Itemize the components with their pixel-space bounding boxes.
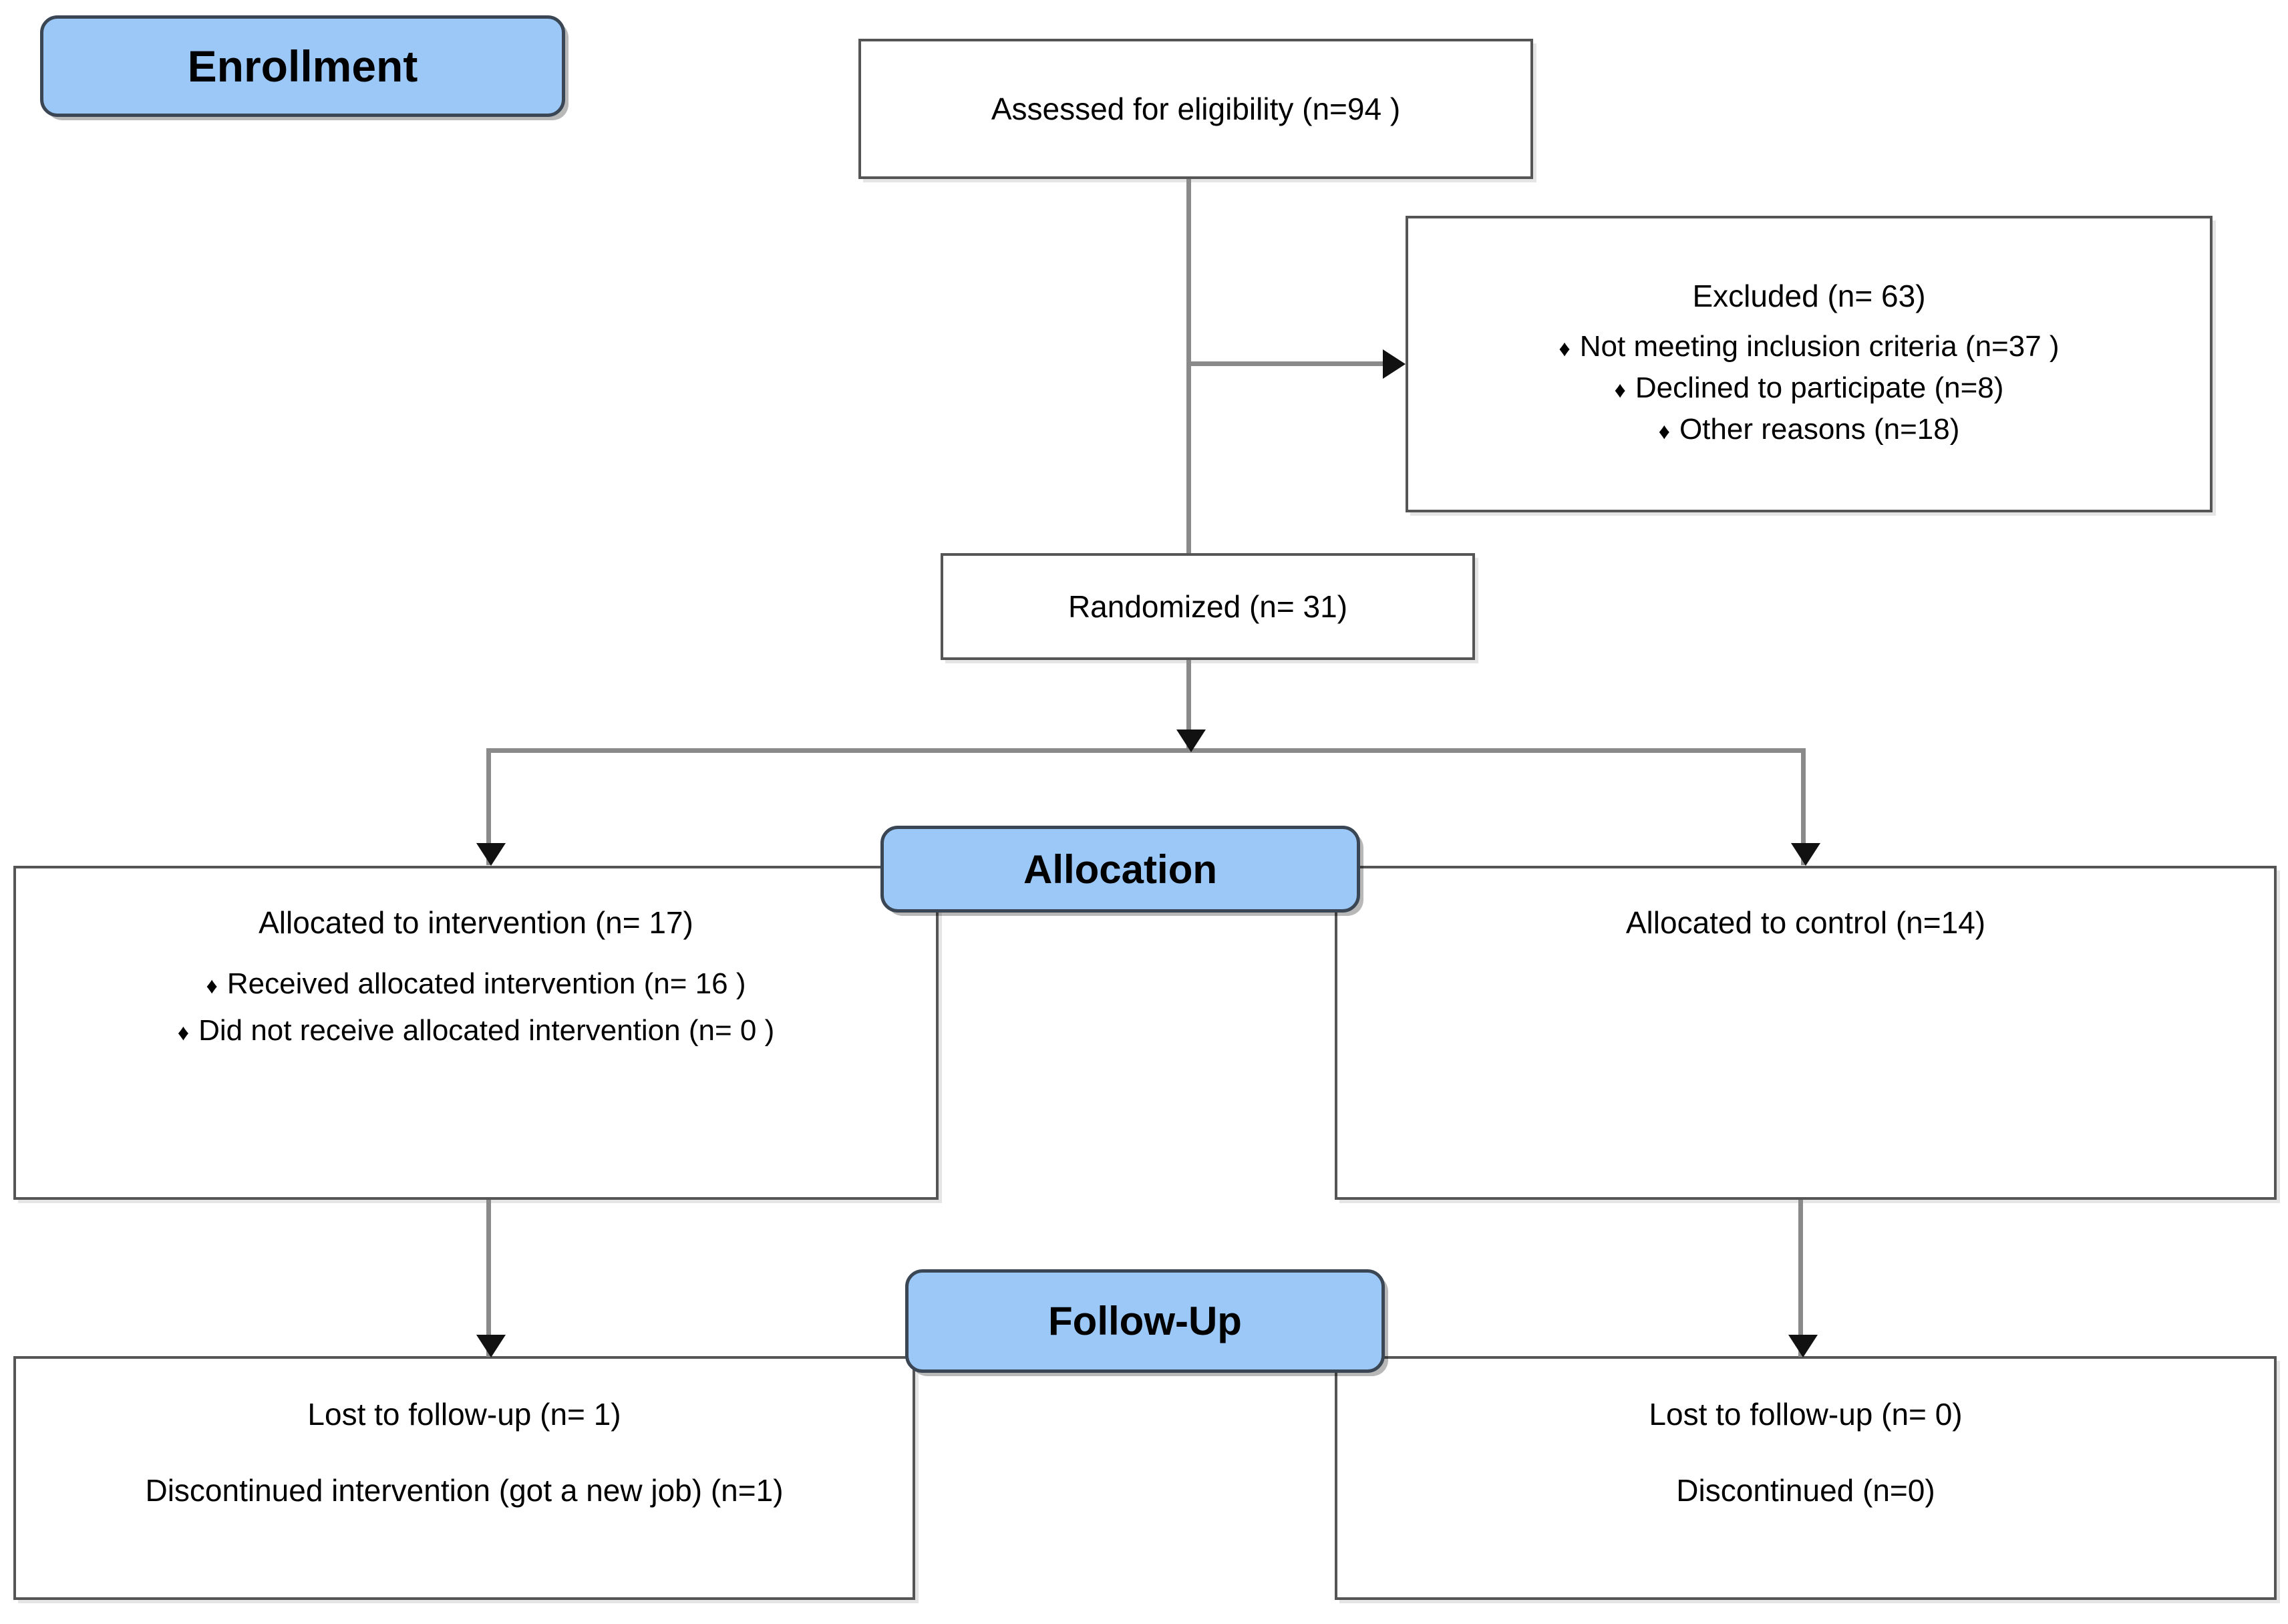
bullet-icon: ♦: [177, 1020, 190, 1045]
stage-pill-enrollment-label: Enrollment: [187, 41, 418, 91]
allocated-intervention-heading: Allocated to intervention (n= 17): [259, 905, 693, 940]
excluded-reason-2: ♦ Declined to participate (n=8): [1615, 371, 2004, 405]
box-assessed-for-eligibility: Assessed for eligibility (n=94 ): [858, 39, 1533, 179]
arrowhead-followup-intervention: [476, 1335, 506, 1357]
connector-split-left: [486, 748, 491, 865]
box-allocated-to-intervention: Allocated to intervention (n= 17) ♦ Rece…: [13, 866, 939, 1200]
box-followup-intervention: Lost to follow-up (n= 1) Discontinued in…: [13, 1356, 915, 1600]
followup-intervention-line-2: Discontinued intervention (got a new job…: [145, 1473, 784, 1508]
arrowhead-randomized-split: [1176, 729, 1206, 752]
connector-assessed-to-randomized: [1186, 179, 1191, 553]
allocated-intervention-item-1-label: Received allocated intervention (n= 16 ): [226, 967, 746, 1000]
box-allocated-to-control: Allocated to control (n=14): [1335, 866, 2277, 1200]
excluded-reason-1: ♦ Not meeting inclusion criteria (n=37 ): [1559, 330, 2059, 363]
followup-control-line-2: Discontinued (n=0): [1676, 1473, 1935, 1508]
box-followup-control: Lost to follow-up (n= 0) Discontinued (n…: [1335, 1356, 2277, 1600]
box-excluded: Excluded (n= 63) ♦ Not meeting inclusion…: [1406, 216, 2213, 512]
excluded-reason-2-label: Declined to participate (n=8): [1635, 371, 2004, 404]
arrowhead-allocation-control: [1791, 843, 1820, 866]
allocated-control-heading: Allocated to control (n=14): [1625, 905, 1986, 940]
stage-pill-followup-label: Follow-Up: [1048, 1299, 1242, 1343]
stage-pill-allocation: Allocation: [880, 826, 1360, 913]
connector-to-excluded: [1186, 361, 1387, 366]
arrowhead-to-excluded: [1383, 349, 1406, 379]
bullet-icon: ♦: [1614, 377, 1626, 403]
excluded-reason-3-label: Other reasons (n=18): [1679, 413, 1960, 446]
connector-split-bar: [486, 748, 1806, 753]
allocated-intervention-item-2-label: Did not receive allocated intervention (…: [198, 1014, 775, 1047]
excluded-reason-1-label: Not meeting inclusion criteria (n=37 ): [1579, 330, 2060, 363]
connector-randomized-down: [1186, 660, 1191, 750]
stage-pill-followup: Follow-Up: [905, 1269, 1385, 1373]
assessed-text: Assessed for eligibility (n=94 ): [991, 92, 1401, 126]
excluded-heading: Excluded (n= 63): [1692, 279, 1926, 313]
arrowhead-followup-control: [1788, 1335, 1818, 1357]
box-randomized: Randomized (n= 31): [941, 553, 1475, 660]
excluded-reason-3: ♦ Other reasons (n=18): [1659, 413, 1960, 446]
bullet-icon: ♦: [206, 973, 218, 999]
connector-control-to-followup: [1798, 1200, 1803, 1357]
stage-pill-allocation-label: Allocation: [1023, 846, 1217, 892]
connector-split-right: [1801, 748, 1806, 865]
bullet-icon: ♦: [1559, 336, 1571, 361]
arrowhead-allocation-intervention: [476, 843, 506, 866]
followup-control-line-1: Lost to follow-up (n= 0): [1649, 1397, 1963, 1432]
allocated-intervention-item-1: ♦ Received allocated intervention (n= 16…: [206, 967, 746, 1001]
followup-intervention-line-1: Lost to follow-up (n= 1): [307, 1397, 621, 1432]
randomized-text: Randomized (n= 31): [1068, 589, 1348, 624]
stage-pill-enrollment: Enrollment: [40, 15, 565, 117]
allocated-intervention-item-2: ♦ Did not receive allocated intervention…: [178, 1014, 775, 1047]
bullet-icon: ♦: [1658, 419, 1670, 444]
connector-intervention-to-followup: [486, 1200, 491, 1357]
